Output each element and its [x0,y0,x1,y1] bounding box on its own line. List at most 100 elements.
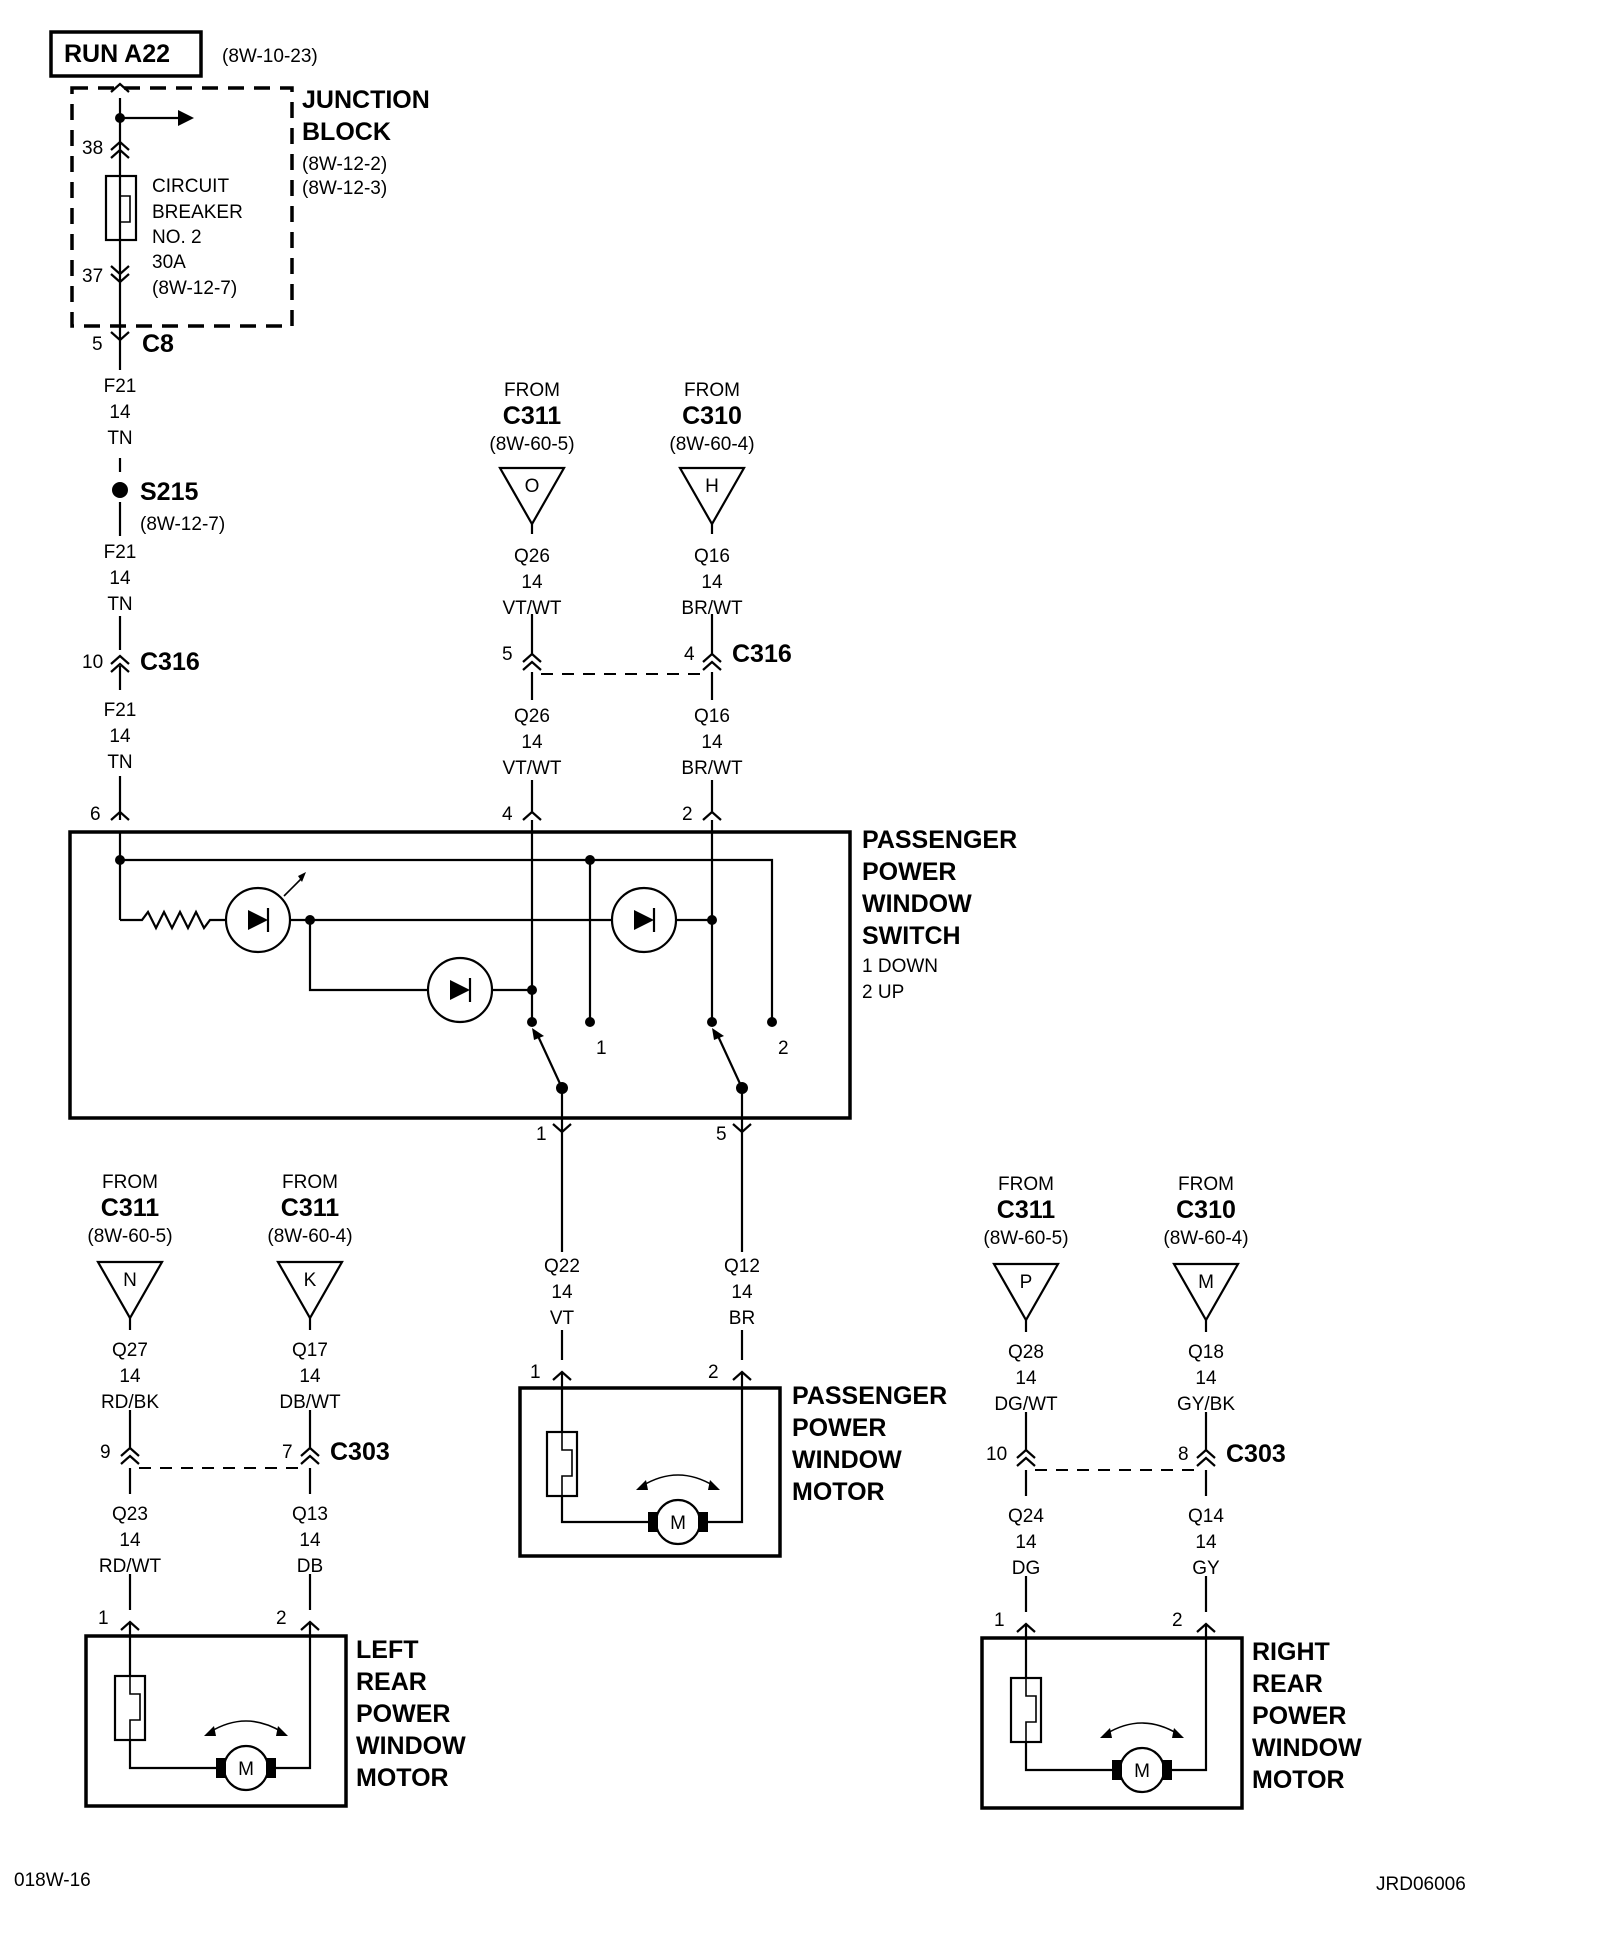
f21-gauge-1: 14 [109,402,131,423]
pass-motor-internal [545,1372,744,1524]
c303-left-pin-b: 7 [282,1442,293,1463]
right-motor-internal [1009,1624,1208,1772]
from-m-letter: M [1198,1272,1214,1293]
left-motor-icon [216,1744,276,1792]
q14-color: GY [1192,1558,1220,1579]
pass-motor-title-1: PASSENGER [792,1382,947,1410]
s215-ref: (8W-12-7) [140,514,225,535]
q26-color-2: VT/WT [502,758,561,779]
q16-circuit-1: Q16 [694,546,730,567]
switch-pin-5: 5 [716,1124,727,1145]
s215-name: S215 [140,478,198,506]
switch-title-3: WINDOW [862,890,972,918]
c303-left-pin-a: 9 [100,1442,111,1463]
run-label: RUN A22 [64,40,170,68]
q16-circuit-2: Q16 [694,706,730,727]
q27-gauge: 14 [119,1366,141,1387]
from-m-ref: (8W-60-4) [1163,1228,1248,1249]
right-motor-m: M [1134,1761,1150,1782]
c316-left-pin: 10 [82,652,103,673]
f21-color-1: TN [107,428,132,449]
f21-label-3: F21 [104,700,137,721]
junction-block [70,86,294,328]
q26-gauge-1: 14 [521,572,543,593]
q24-gauge: 14 [1015,1532,1037,1553]
left-rear-wires [128,1318,312,1610]
c8-pin: 5 [92,334,103,355]
left-motor-pin-2: 2 [276,1608,287,1629]
q14-circuit: Q14 [1188,1506,1224,1527]
from-m-from: FROM [1178,1174,1234,1195]
from-m-conn: C310 [1176,1196,1236,1224]
q12-circuit: Q12 [724,1256,760,1277]
right-motor-title-4: WINDOW [1252,1734,1362,1762]
jb-ref-1: (8W-12-2) [302,154,387,175]
pass-motor-title-2: POWER [792,1414,886,1442]
from-p-from: FROM [998,1174,1054,1195]
q18-circuit: Q18 [1188,1342,1224,1363]
jb-title-1: JUNCTION [302,86,430,114]
switch-title-1: PASSENGER [862,826,1017,854]
f21-gauge-3: 14 [109,726,131,747]
from-p-triangle [992,1262,1060,1323]
from-h-triangle [678,466,746,527]
from-k-triangle [276,1260,344,1321]
switch-pos-1: 1 [596,1038,607,1059]
from-n-ref: (8W-60-5) [87,1226,172,1247]
from-h-ref: (8W-60-4) [669,434,754,455]
breaker-line-5: (8W-12-7) [152,278,237,299]
run-ref: (8W-10-23) [222,46,318,67]
switch-legend-down: 1 DOWN [862,956,938,977]
c303-right-connector-a [1016,1448,1036,1467]
jb-feed [110,82,194,340]
q22-gauge: 14 [551,1282,573,1303]
switch-pin-1: 1 [536,1124,547,1145]
q28-circuit: Q28 [1008,1342,1044,1363]
f21-color-3: TN [107,752,132,773]
f21-label-2: F21 [104,542,137,563]
run-box [49,30,203,78]
right-motor-box [980,1636,1244,1810]
q23-color: RD/WT [99,1556,162,1577]
pass-motor-title-4: MOTOR [792,1478,885,1506]
c316-right-pin-a: 5 [502,644,513,665]
pass-motor-m: M [670,1513,686,1534]
from-n-conn: C311 [101,1194,159,1222]
from-p-letter: P [1020,1272,1033,1293]
right-motor-connectors [1016,1622,1216,1633]
switch-pin-connectors [110,810,722,821]
switch-title-2: POWER [862,858,956,886]
c316-left-connector [110,654,130,673]
right-motor-title-5: MOTOR [1252,1766,1345,1794]
q13-color: DB [297,1556,323,1577]
q14-gauge: 14 [1195,1532,1217,1553]
switch-pin-2: 2 [682,804,693,825]
left-motor-title-4: WINDOW [356,1732,466,1760]
q16-color-1: BR/WT [681,598,743,619]
c303-left-connector-a [120,1446,140,1465]
f21-gauge-2: 14 [109,568,131,589]
q12-color: BR [729,1308,755,1329]
c303-right-pin-b: 8 [1178,1444,1189,1465]
q23-circuit: Q23 [112,1504,148,1525]
left-motor-title-1: LEFT [356,1636,419,1664]
right-motor-pin-2: 2 [1172,1610,1183,1631]
from-o-ref: (8W-60-5) [489,434,574,455]
breaker-line-3: NO. 2 [152,227,202,248]
switch-legend-up: 2 UP [862,982,904,1003]
pass-motor-connectors [552,1370,752,1381]
q22-circuit: Q22 [544,1256,580,1277]
from-o-conn: C311 [503,402,561,430]
pass-motor-box [518,1386,782,1558]
from-n-triangle [96,1260,164,1321]
c303-left-connector-b [300,1446,320,1465]
jb-pin-38: 38 [82,138,103,159]
from-o-letter: O [525,476,540,497]
left-motor-m: M [238,1759,254,1780]
right-motor-title-1: RIGHT [1252,1638,1330,1666]
from-k-letter: K [304,1270,317,1291]
c316-right-connector-b [702,652,722,671]
q22-color: VT [550,1308,575,1329]
left-motor-title-2: REAR [356,1668,427,1696]
